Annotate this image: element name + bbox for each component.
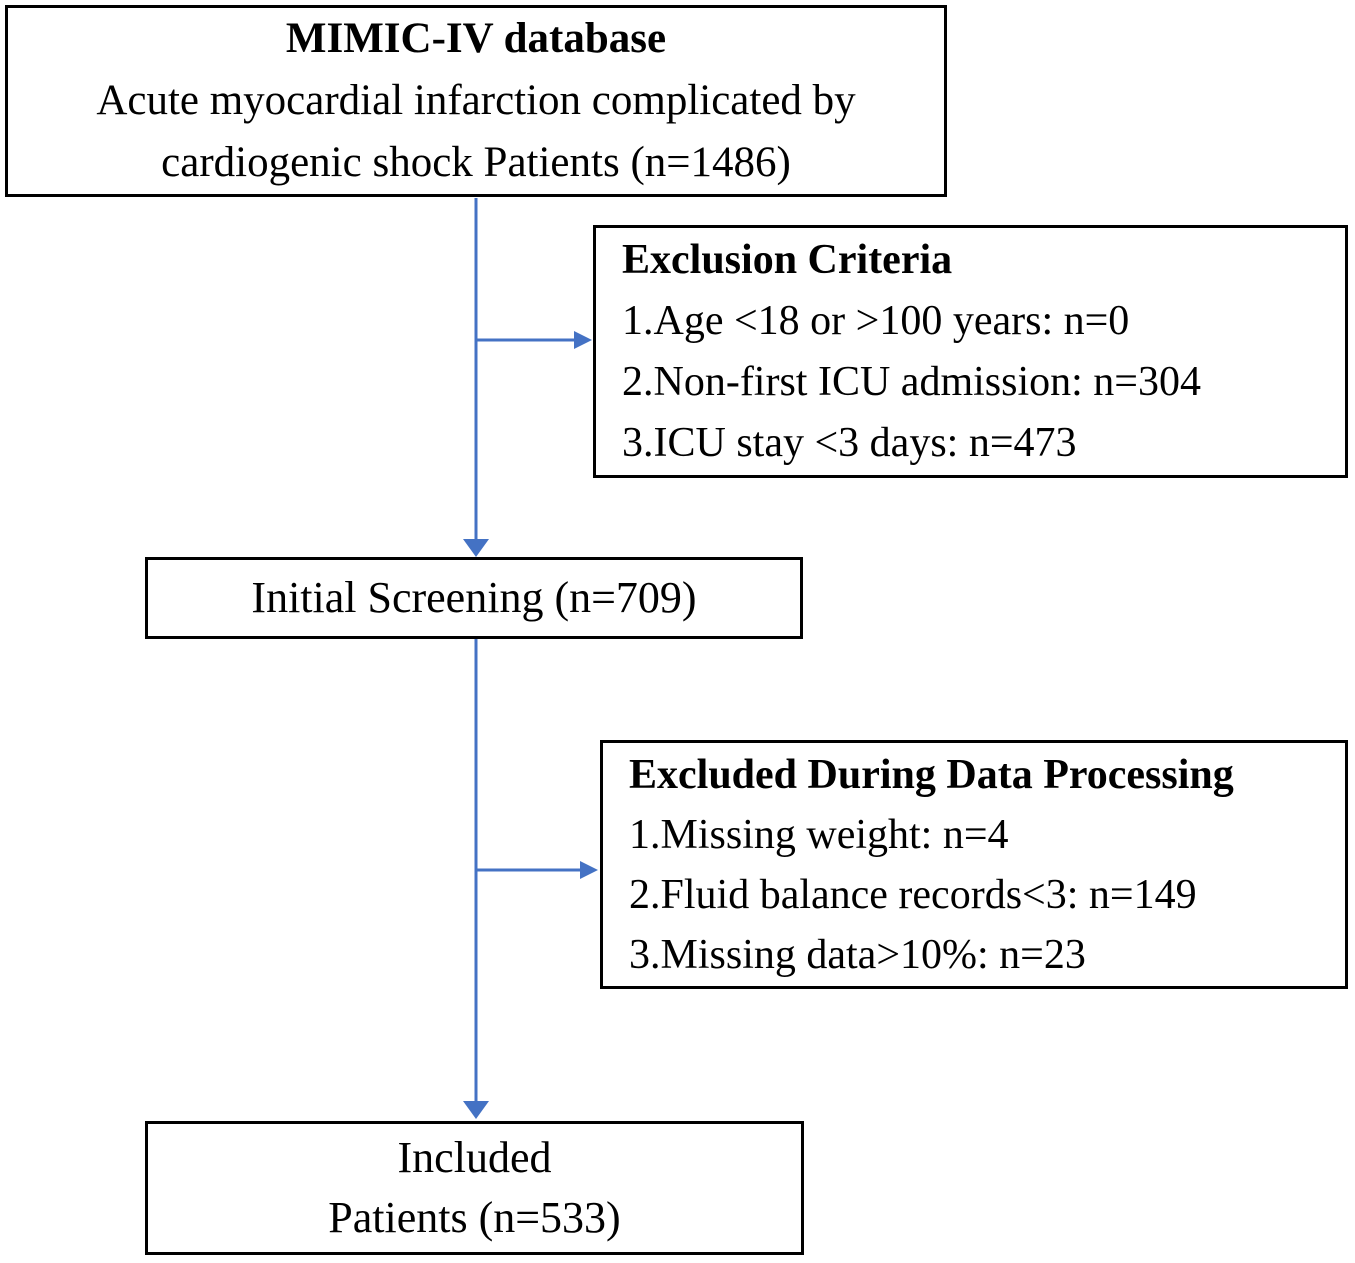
included-box-line1: Included — [397, 1133, 552, 1182]
arrowhead-down-screening — [463, 539, 489, 557]
processing-item: 1.Missing weight: n=4 — [629, 811, 1009, 858]
source-database-box: MIMIC-IV database Acute myocardial infar… — [5, 5, 947, 197]
included-patients-box: Included Patients (n=533) — [145, 1121, 804, 1255]
excluded-during-processing-box: Excluded During Data Processing 1.Missin… — [600, 740, 1348, 989]
arrowhead-right-exclusion — [574, 331, 592, 349]
initial-screening-label: Initial Screening (n=709) — [251, 573, 697, 622]
exclusion-criteria-box: Exclusion Criteria 1.Age <18 or >100 yea… — [593, 225, 1348, 478]
exclusion-item: 3.ICU stay <3 days: n=473 — [622, 419, 1077, 466]
source-box-line1: Acute myocardial infarction complicated … — [96, 77, 856, 124]
exclusion-box-title: Exclusion Criteria — [622, 236, 953, 283]
exclusion-item: 2.Non-first ICU admission: n=304 — [622, 358, 1201, 405]
source-box-line2: cardiogenic shock Patients (n=1486) — [161, 139, 791, 186]
source-box-title: MIMIC-IV database — [285, 15, 667, 62]
arrowhead-right-processing — [580, 861, 598, 879]
processing-box-title: Excluded During Data Processing — [629, 751, 1234, 798]
processing-item: 2.Fluid balance records<3: n=149 — [629, 871, 1197, 918]
exclusion-item: 1.Age <18 or >100 years: n=0 — [622, 297, 1130, 344]
arrowhead-down-included — [463, 1101, 489, 1119]
included-box-line2: Patients (n=533) — [328, 1193, 621, 1242]
initial-screening-box: Initial Screening (n=709) — [145, 557, 803, 639]
processing-item: 3.Missing data>10%: n=23 — [629, 931, 1086, 978]
